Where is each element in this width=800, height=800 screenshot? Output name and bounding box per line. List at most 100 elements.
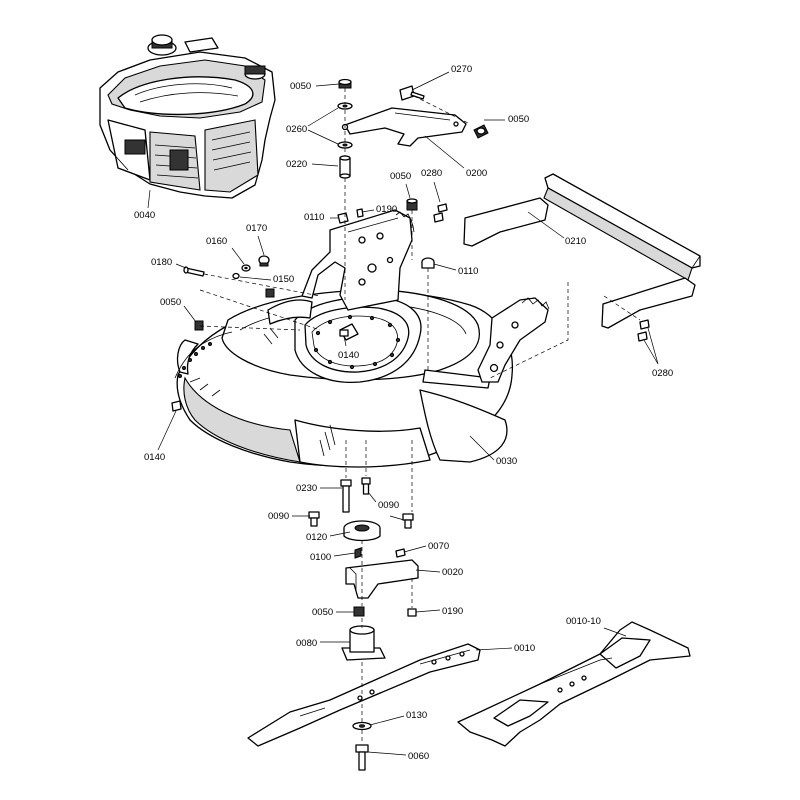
- bolt-part[interactable]: [258, 255, 270, 267]
- nut-part[interactable]: [353, 606, 365, 617]
- part-label: 0190: [376, 204, 397, 215]
- leader-line: [433, 263, 457, 271]
- washer-part[interactable]: [241, 264, 251, 272]
- leader-line: [175, 263, 187, 269]
- assembly-line: [603, 295, 641, 321]
- bolt-part[interactable]: [337, 208, 364, 224]
- pin-part[interactable]: [183, 266, 205, 277]
- part-label: 0220: [286, 159, 307, 170]
- leader-line: [603, 627, 627, 637]
- leader-line: [424, 135, 465, 169]
- part-label: 0010: [514, 643, 535, 654]
- part-label: 0140: [144, 452, 165, 463]
- part-label: 0280: [652, 368, 673, 379]
- blade-part[interactable]: [457, 621, 691, 747]
- assembly-line: [411, 210, 429, 372]
- leader-line: [415, 609, 441, 613]
- part-label: 0110: [304, 212, 324, 223]
- leader-line: [231, 247, 245, 265]
- handle-bracket-part[interactable]: [477, 297, 550, 383]
- part-label: 0080: [296, 638, 317, 649]
- bolt-part[interactable]: [171, 400, 182, 412]
- part-label: 0120: [306, 532, 327, 543]
- assembly-line: [199, 289, 321, 331]
- leader-line: [343, 335, 347, 347]
- top-bracket-part[interactable]: [341, 107, 467, 147]
- part-label: 0190: [442, 606, 463, 617]
- spacer-part[interactable]: [339, 155, 351, 179]
- part-label: 0110: [458, 266, 478, 277]
- grass-bag-frame-part[interactable]: [463, 173, 701, 329]
- part-label: 0020: [442, 567, 463, 578]
- bolt-part[interactable]: [402, 513, 414, 529]
- washer-part[interactable]: [352, 721, 372, 731]
- bolt-part[interactable]: [399, 85, 425, 101]
- leader-line: [475, 647, 513, 651]
- leader-line: [403, 545, 427, 553]
- part-label: 0210: [565, 236, 586, 247]
- cap-part[interactable]: [421, 257, 435, 269]
- leader-line: [157, 410, 177, 451]
- leader-line: [329, 531, 351, 537]
- leader-line: [315, 83, 340, 87]
- leader-line: [527, 211, 565, 239]
- bolt-part[interactable]: [433, 203, 448, 223]
- washer-part[interactable]: [232, 272, 240, 280]
- part-label: 0230: [296, 483, 317, 494]
- part-label: 0050: [508, 114, 529, 125]
- engine-part[interactable]: [99, 34, 276, 199]
- part-label: 0100: [310, 552, 331, 563]
- leader-line: [433, 181, 441, 203]
- assembly-line: [413, 95, 471, 125]
- bolt-part[interactable]: [361, 477, 371, 495]
- nut-part[interactable]: [338, 78, 352, 89]
- part-label: 0270: [451, 64, 472, 75]
- leader-line: [257, 235, 265, 256]
- bolt-part[interactable]: [407, 608, 417, 617]
- leader-line: [405, 183, 411, 199]
- leader-line: [643, 327, 659, 365]
- leader-line: [367, 491, 377, 503]
- blade-part[interactable]: [247, 643, 481, 747]
- part-label: 0130: [406, 710, 427, 721]
- pin-part[interactable]: [395, 548, 406, 558]
- bolt-part[interactable]: [355, 744, 369, 771]
- part-label: 0160: [206, 236, 227, 247]
- nut-part[interactable]: [406, 198, 418, 211]
- part-label: 0150: [273, 274, 294, 285]
- leader-line: [367, 751, 407, 756]
- deck-part[interactable]: [174, 289, 514, 468]
- part-label: 0030: [496, 456, 517, 467]
- part-label: 0060: [408, 751, 429, 762]
- part-label: 0170: [246, 223, 267, 234]
- key-part[interactable]: [354, 547, 362, 559]
- adapter-part[interactable]: [343, 520, 381, 542]
- part-label: 0260: [286, 124, 307, 135]
- rear-bracket-part[interactable]: [301, 209, 415, 311]
- bolt-part[interactable]: [308, 511, 320, 527]
- part-label: 0070: [428, 541, 449, 552]
- part-label: 0040: [134, 210, 155, 221]
- leader-line: [239, 276, 272, 281]
- part-label: 0200: [466, 168, 487, 179]
- bolt-part[interactable]: [339, 329, 349, 337]
- nut-part[interactable]: [265, 288, 275, 298]
- bolt-part[interactable]: [637, 319, 650, 342]
- leader-line: [469, 435, 495, 461]
- leader-line: [361, 209, 375, 213]
- blade-bracket-part[interactable]: [345, 559, 419, 599]
- part-label: 0090: [378, 500, 399, 511]
- leader-line: [389, 515, 405, 521]
- nut-part[interactable]: [473, 124, 489, 139]
- nut-part[interactable]: [194, 320, 204, 331]
- blade-hub-part[interactable]: [341, 625, 386, 661]
- leader-line: [147, 189, 151, 209]
- bolt-part[interactable]: [340, 479, 352, 513]
- leader-line: [415, 569, 441, 573]
- part-label: 0180: [151, 257, 172, 268]
- part-label: 0050: [160, 297, 181, 308]
- part-label: 0090: [268, 511, 289, 522]
- assembly-line: [203, 273, 321, 297]
- leader-line: [411, 71, 450, 91]
